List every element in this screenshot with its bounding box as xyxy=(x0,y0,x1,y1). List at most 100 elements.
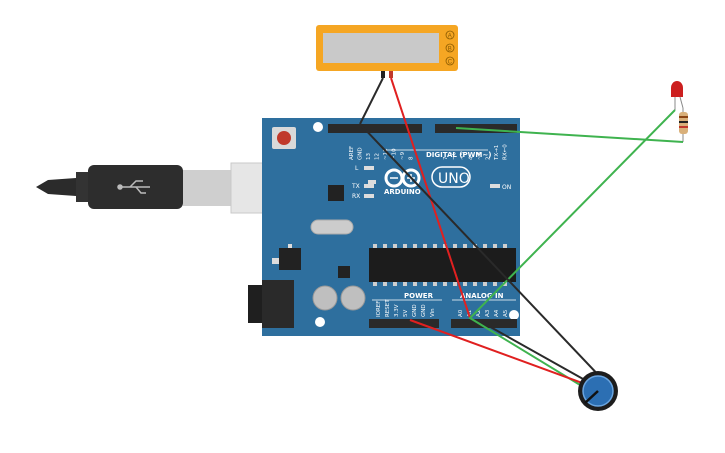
display-button-b[interactable] xyxy=(445,43,455,53)
wire-black-pot-gnd xyxy=(477,319,593,385)
digital-pin-label: 2 xyxy=(486,157,492,161)
analog-pin-label: A1 xyxy=(467,310,473,317)
chip-pin xyxy=(423,244,427,248)
analog-pin-label: A2 xyxy=(476,310,482,317)
led-tx-label: TX xyxy=(351,183,360,190)
chip-pin xyxy=(403,282,407,286)
chip-pin xyxy=(373,244,377,248)
chip-pin xyxy=(453,282,457,286)
chip-pin xyxy=(403,244,407,248)
digital-pin-label: ~10 xyxy=(392,148,398,160)
power-header[interactable] xyxy=(369,319,439,328)
potentiometer[interactable] xyxy=(578,371,618,411)
chip-pin xyxy=(393,244,397,248)
chip-pin xyxy=(443,244,447,248)
red-led[interactable] xyxy=(671,81,684,110)
chip-pin xyxy=(483,282,487,286)
digital-pin-label: ~5 xyxy=(460,151,466,160)
wire-black-display-gnd xyxy=(359,77,384,125)
chip-pin xyxy=(503,282,507,286)
atmega-chip xyxy=(369,248,516,282)
chip-pin xyxy=(483,244,487,248)
power-pin-label: 5V xyxy=(403,310,409,317)
usb-chip xyxy=(328,185,344,201)
chip-pin xyxy=(383,244,387,248)
led-rx-label: RX xyxy=(352,193,360,200)
digital-pin-label: 7 xyxy=(443,156,449,160)
digital-pin-label: ~3 xyxy=(477,151,483,160)
power-header-label: POWER xyxy=(404,292,434,300)
mount-hole xyxy=(521,180,531,190)
on-led xyxy=(490,184,500,188)
chip-pin xyxy=(383,282,387,286)
display-button-c[interactable] xyxy=(445,56,455,66)
svg-text:A: A xyxy=(448,34,452,40)
on-label: ON xyxy=(502,184,511,191)
chip-pin xyxy=(473,282,477,286)
digital-pin-label: 8 xyxy=(409,156,415,160)
analog-pin-label: A3 xyxy=(485,309,491,317)
uno-badge xyxy=(431,166,471,188)
led-l xyxy=(364,166,374,170)
chip-pin xyxy=(433,244,437,248)
chip-pin xyxy=(393,282,397,286)
chip-pin xyxy=(453,244,457,248)
reset-button[interactable] xyxy=(277,131,291,145)
chip-pin xyxy=(443,282,447,286)
power-pin-label: RESET xyxy=(385,299,391,317)
led-tx xyxy=(364,184,374,188)
digital-pin-label: ~6 xyxy=(452,151,458,160)
analog-header-label: ANALOG IN xyxy=(460,292,504,300)
chip-pin xyxy=(433,282,437,286)
led-rx xyxy=(364,194,374,198)
digital-pin-label: AREF xyxy=(349,146,355,160)
wire-black-pot xyxy=(359,123,606,383)
digital-pin-label: ~11 xyxy=(383,148,389,160)
analog-pin-label: A4 xyxy=(494,309,500,317)
chip-pin xyxy=(493,244,497,248)
capacitor xyxy=(312,285,338,311)
lcd-display[interactable]: A B C xyxy=(316,25,458,78)
power-pin-label: Vin xyxy=(430,308,436,317)
chip-pin xyxy=(413,282,417,286)
svg-text:C: C xyxy=(448,60,453,66)
power-pin-label: GND xyxy=(412,304,418,317)
capacitor xyxy=(340,285,366,311)
digital-pin-label: 13 xyxy=(366,153,372,160)
wire-red-pot xyxy=(409,319,586,385)
chip-pin xyxy=(423,282,427,286)
svg-text:B: B xyxy=(448,47,452,53)
digital-pin-label: 12 xyxy=(375,153,381,160)
power-pin-label: GND xyxy=(421,304,427,317)
usb-icon xyxy=(117,180,150,194)
chip-pin xyxy=(463,282,467,286)
wires[interactable] xyxy=(359,77,684,389)
chip-pin xyxy=(413,244,417,248)
led-l-label: L xyxy=(355,165,359,172)
digital-pin-label: 4 xyxy=(469,156,475,160)
digital-header-left[interactable] xyxy=(328,124,422,133)
chip-pin xyxy=(503,244,507,248)
usb-cable[interactable] xyxy=(36,162,300,214)
digital-header-label: DIGITAL (PWM~) xyxy=(426,151,491,159)
model-label: UNO xyxy=(438,171,470,187)
wire-green-pot xyxy=(468,109,676,389)
resistor[interactable] xyxy=(679,108,688,142)
analog-pin-label: A5 xyxy=(503,309,509,317)
power-pin-label: IOREF xyxy=(376,301,382,317)
digital-pin-label: ~9 xyxy=(400,151,406,160)
voltage-regulator xyxy=(279,248,301,270)
pot-knob[interactable] xyxy=(584,390,599,404)
chip-pin xyxy=(463,244,467,248)
brand-label: ARDUINO xyxy=(384,188,421,196)
digital-pin-label: RX←0 xyxy=(503,144,509,160)
chip-pin xyxy=(373,282,377,286)
display-button-a[interactable] xyxy=(445,30,455,40)
chip-pin xyxy=(493,282,497,286)
digital-pin-label: TX→1 xyxy=(494,145,500,161)
